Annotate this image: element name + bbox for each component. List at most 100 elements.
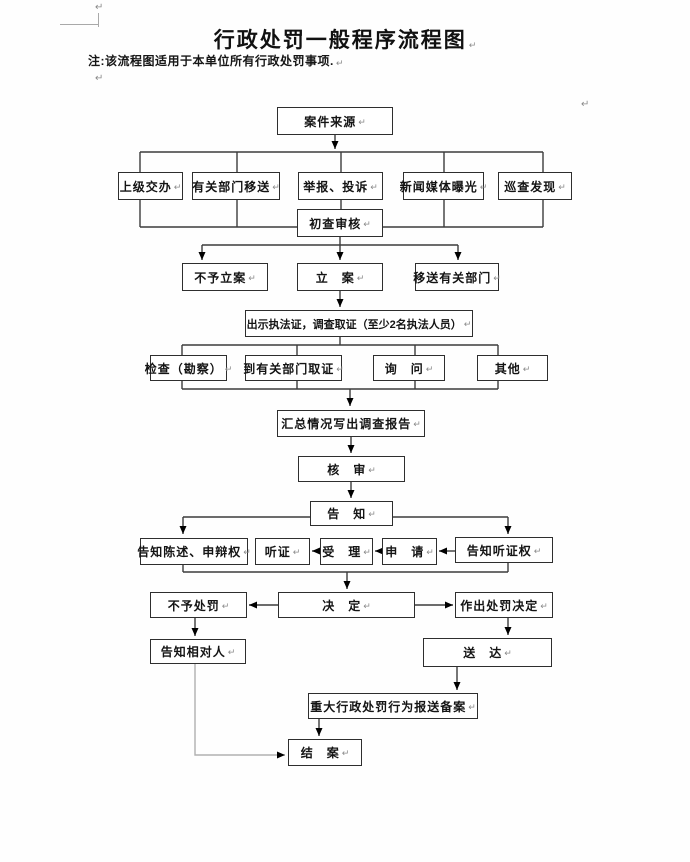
flow-node-superior-assign: 上级交办↵ (118, 172, 183, 200)
flow-node-close-case: 结 案↵ (288, 739, 362, 766)
flow-node-label: 重大行政处罚行为报送备案 (310, 699, 467, 714)
flow-node-file-case: 立 案↵ (297, 263, 383, 291)
flow-node-show-credentials: 出示执法证，调查取证（至少2名执法人员）↵ (245, 310, 473, 337)
paragraph-mark: ↵ (425, 363, 434, 374)
paragraph-mark: ↵ (363, 547, 371, 557)
paragraph-mark: ↵ (248, 272, 256, 283)
flow-node-label: 申 请 (385, 545, 425, 559)
flow-node-label: 汇总情况写出调查报告 (281, 417, 412, 431)
paragraph-mark: ↵ (368, 509, 376, 519)
flow-node-notify-hearing: 告知听证权↵ (455, 537, 553, 563)
page-title: 行政处罚一般程序流程图↵ (0, 24, 690, 54)
paragraph-mark: ↵ (173, 181, 182, 192)
text-boundary-corner-mark (98, 13, 99, 27)
flow-node-report-complaint: 举报、投诉↵ (298, 172, 383, 200)
flow-node-label: 有关部门移送 (192, 179, 271, 194)
flow-node-label: 案件来源 (304, 114, 357, 129)
flow-node-label: 询 问 (384, 361, 424, 376)
paragraph-mark: ↵ (227, 647, 236, 657)
flow-node-label: 决 定 (322, 598, 362, 613)
paragraph-mark: ↵ (581, 99, 590, 110)
paragraph-mark: ↵ (341, 748, 350, 758)
paragraph-mark: ↵ (370, 181, 378, 192)
paragraph-mark: ↵ (413, 419, 421, 429)
paragraph-mark: ↵ (479, 181, 488, 192)
flow-node-label: 检查（勘察） (144, 361, 223, 376)
flow-node-label: 不予处罚 (167, 598, 220, 613)
paragraph-mark: ↵ (272, 181, 280, 192)
paragraph-mark: ↵ (95, 2, 104, 13)
flow-node-label: 新闻媒体曝光 (399, 179, 478, 194)
paragraph-mark: ↵ (540, 600, 548, 611)
flow-node-label: 送 达 (463, 646, 503, 660)
flow-node-review: 核 审↵ (298, 456, 405, 482)
flow-node-label: 初查审核 (309, 216, 362, 231)
paragraph-mark: ↵ (468, 40, 477, 50)
paragraph-mark: ↵ (493, 272, 501, 283)
flow-node-label: 作出处罚决定 (460, 598, 539, 613)
flow-node-notify: 告 知↵ (310, 501, 393, 526)
paragraph-mark: ↵ (356, 272, 365, 283)
flow-node-major-record: 重大行政处罚行为报送备案↵ (308, 693, 478, 719)
flow-node-label: 听证 (264, 545, 291, 559)
paragraph-mark: ↵ (426, 547, 434, 557)
text-boundary-corner-mark (60, 24, 98, 25)
paragraph-mark: ↵ (221, 600, 230, 611)
flow-node-make-decision: 作出处罚决定↵ (455, 592, 553, 618)
flow-node-label: 立 案 (315, 270, 355, 285)
flow-node-label: 移送有关部门 (413, 270, 492, 285)
flow-node-label: 到有关部门取证 (243, 361, 335, 376)
flow-node-label: 告 知 (327, 507, 367, 521)
flow-node-case-source: 案件来源↵ (277, 107, 393, 135)
flow-node-label: 受 理 (322, 545, 362, 559)
flow-node-dept-transfer-in: 有关部门移送↵ (192, 172, 280, 200)
doc-note-text: 注:该流程图适用于本单位所有行政处罚事项. (88, 54, 334, 68)
flow-node-label: 告知相对人 (160, 645, 226, 659)
flow-node-apply: 申 请↵ (382, 538, 437, 565)
flow-node-label: 告知听证权 (466, 543, 532, 558)
flow-node-label: 其他 (494, 361, 521, 376)
flow-node-deliver: 送 达↵ (423, 638, 552, 667)
paragraph-mark: ↵ (243, 547, 251, 557)
flow-node-inquiry: 询 问↵ (373, 355, 445, 381)
flow-node-inspect: 检查（勘察）↵ (145, 355, 232, 381)
page-title-text: 行政处罚一般程序流程图 (213, 29, 467, 52)
paragraph-mark: ↵ (292, 547, 301, 557)
flow-node-transfer-out: 移送有关部门↵ (413, 263, 501, 291)
flow-node-label: 结 案 (300, 746, 340, 760)
paragraph-mark: ↵ (533, 545, 542, 556)
paragraph-mark: ↵ (368, 464, 376, 475)
doc-note: 注:该流程图适用于本单位所有行政处罚事项.↵ (88, 52, 343, 69)
flow-node-label: 不予立案 (194, 270, 247, 285)
paragraph-mark: ↵ (224, 363, 233, 374)
paragraph-mark: ↵ (558, 181, 566, 192)
paragraph-mark: ↵ (522, 363, 531, 374)
flow-node-label: 核 审 (327, 462, 367, 477)
flow-node-initial-review: 初查审核↵ (297, 209, 383, 237)
paragraph-mark: ↵ (336, 363, 344, 374)
paragraph-mark: ↵ (504, 648, 512, 658)
flow-node-accept: 受 理↵ (320, 538, 373, 565)
flow-node-no-penalty: 不予处罚↵ (150, 592, 247, 618)
flow-node-media-exposure: 新闻媒体曝光↵ (399, 172, 487, 200)
flow-node-label: 上级交办 (119, 179, 172, 194)
flow-node-patrol-discovery: 巡查发现↵ (498, 172, 572, 200)
flow-node-no-case: 不予立案↵ (182, 263, 268, 291)
paragraph-mark: ↵ (468, 701, 476, 712)
flow-node-decision: 决 定↵ (278, 592, 415, 618)
flow-node-label: 巡查发现 (504, 179, 557, 194)
paragraph-mark: ↵ (358, 116, 366, 127)
flow-node-label: 告知陈述、申辩权 (137, 545, 242, 559)
paragraph-mark: ↵ (335, 58, 344, 68)
flow-node-dept-evidence: 到有关部门取证↵ (243, 355, 344, 381)
flow-node-notify-party: 告知相对人↵ (150, 639, 246, 664)
flow-node-other: 其他↵ (477, 355, 548, 381)
paragraph-mark: ↵ (363, 218, 371, 229)
paragraph-mark: ↵ (463, 319, 472, 329)
paragraph-mark: ↵ (95, 73, 104, 84)
flow-node-notify-statement: 告知陈述、申辩权↵ (137, 538, 251, 565)
paragraph-mark: ↵ (363, 600, 371, 611)
flow-node-summary-report: 汇总情况写出调查报告↵ (277, 410, 425, 437)
